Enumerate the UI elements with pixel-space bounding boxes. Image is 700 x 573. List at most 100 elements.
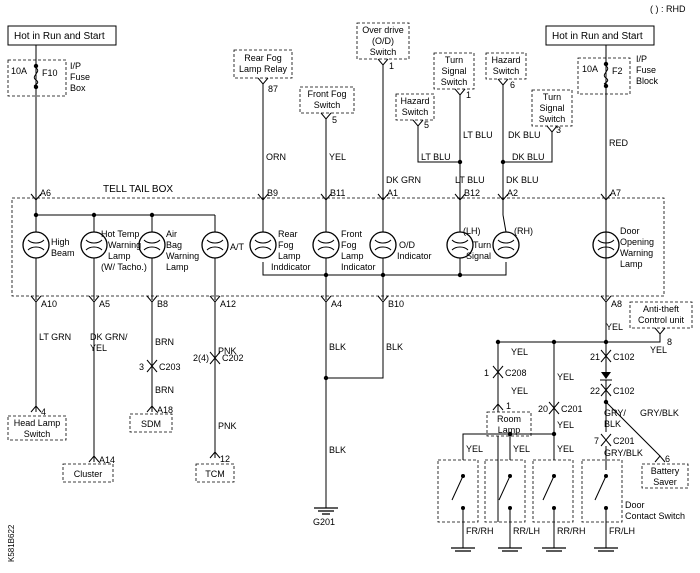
- fuse-f10-icon: [33, 67, 39, 87]
- anti-theft-label: Anti-theft: [643, 304, 680, 314]
- connector-c202-icon: [209, 357, 221, 365]
- connector-c203-icon: [146, 365, 158, 373]
- right-fuse-id: F2: [612, 66, 623, 76]
- lamp-turn-label: Turn: [473, 240, 491, 250]
- wire-label-yel-c201: YEL: [557, 372, 574, 382]
- wire-label-dk-blu: DK BLU: [508, 130, 541, 140]
- right-source-box: [545, 25, 655, 46]
- connector-a6: A6: [40, 188, 51, 198]
- splice: [323, 375, 329, 381]
- lamp-hot-temp-label: (W/ Tacho.): [101, 262, 147, 272]
- connector-icon: [600, 193, 612, 201]
- pin-front-fog: 5: [332, 115, 337, 125]
- wire-label-lt-blu: LT BLU: [421, 152, 451, 162]
- lamp-front-fog-label: Fog: [341, 240, 357, 250]
- anti-theft-box: [629, 301, 693, 329]
- connector-b10: B10: [388, 299, 404, 309]
- hazard-switch-left-box: [395, 93, 435, 121]
- connector-c102-icon: [600, 389, 612, 397]
- wire-label-yel-anti: YEL: [650, 345, 667, 355]
- connector-icon: [146, 405, 158, 413]
- connector-icon: [377, 58, 389, 66]
- head-lamp-switch-label: Switch: [24, 429, 51, 439]
- wire-label-lt-blu: LT BLU: [463, 130, 493, 140]
- left-source-box: [7, 25, 117, 46]
- lamp-airbag-label: Lamp: [166, 262, 189, 272]
- battery-saver-label: Saver: [653, 477, 677, 487]
- right-fuse-amp: 10A: [582, 64, 598, 74]
- fuse-terminal: [603, 83, 609, 89]
- connector-icon: [257, 193, 269, 201]
- pin-sdm: A18: [157, 405, 173, 415]
- connector-icon: [30, 405, 42, 413]
- lamp-door-label: Door: [620, 226, 640, 236]
- connector-a5: A5: [99, 299, 110, 309]
- pin-c201-b: 7: [594, 436, 599, 446]
- tcm-label: TCM: [205, 469, 225, 479]
- turn-signal-switch-left-label: Turn: [445, 55, 463, 65]
- pin-c202: 2(4): [193, 353, 209, 363]
- wire-label-gry-blk: GRY/: [604, 408, 626, 418]
- pin-c208: 1: [484, 368, 489, 378]
- lamp-high-beam-label: High: [51, 237, 70, 247]
- wire-label-lt-grn: LT GRN: [39, 332, 71, 342]
- left-fuse-amp: 10A: [11, 66, 27, 76]
- wire-label-red: RED: [609, 138, 629, 148]
- sdm-label: SDM: [141, 419, 161, 429]
- front-fog-switch-label: Switch: [314, 100, 341, 110]
- door-switch-label: RR/LH: [513, 526, 540, 536]
- lamp-high-beam: [22, 215, 50, 300]
- wire-door-bus: [462, 433, 554, 440]
- turn-signal-switch-left-label: Signal: [441, 66, 466, 76]
- connector-icon: [412, 119, 424, 127]
- lamp-rear-fog: [249, 215, 277, 259]
- pin-cluster: A14: [99, 455, 115, 465]
- connector-c102-a: C102: [613, 352, 635, 362]
- turn-signal-switch-right-box: [531, 89, 573, 127]
- rhd-note: ( ) : RHD: [650, 4, 686, 14]
- left-source-label: Hot in Run and Start: [14, 31, 105, 42]
- wire-label-orn: ORN: [266, 152, 286, 162]
- pin-rear-fog: 87: [268, 84, 278, 94]
- connector-a8: A8: [611, 299, 622, 309]
- wire-label-brn: BRN: [155, 337, 174, 347]
- front-fog-switch-label: Front Fog: [307, 89, 346, 99]
- right-fuse-desc: Block: [636, 76, 659, 86]
- connector-icon: [654, 455, 666, 463]
- overdrive-switch-label: Switch: [370, 47, 397, 57]
- connector-icon: [497, 78, 509, 86]
- connector-b12: B12: [464, 188, 480, 198]
- connector-c201-icon: [548, 407, 560, 415]
- diode-icon: [600, 372, 612, 381]
- pin-c102-a: 21: [590, 352, 600, 362]
- lamp-rear-fog-label: Inddicator: [271, 262, 311, 272]
- pin-turn-left: 1: [466, 90, 471, 100]
- connector-c201-icon: [600, 433, 612, 441]
- lamp-hot-temp-label: Warning: [108, 240, 141, 250]
- head-lamp-switch-box: [7, 415, 67, 441]
- connector-c208: C208: [505, 368, 527, 378]
- hazard-switch-left-label: Switch: [402, 107, 429, 117]
- wire-label-dk-grn-yel: YEL: [90, 343, 107, 353]
- door-switch-label: RR/RH: [557, 526, 586, 536]
- wire-label-yel-c208: YEL: [511, 386, 528, 396]
- rear-fog-relay-box: [233, 49, 293, 79]
- wire-label-dk-blu: DK BLU: [506, 175, 539, 185]
- lamp-at-label: A/T: [230, 242, 245, 252]
- room-lamp-label: Lamp: [498, 425, 521, 435]
- cluster-label: Cluster: [74, 469, 103, 479]
- overdrive-switch-box: [356, 22, 410, 60]
- battery-saver-box: [641, 463, 689, 489]
- head-lamp-switch-label: Head Lamp: [14, 418, 61, 428]
- connector-c102-icon: [600, 355, 612, 363]
- lamp-front-fog-label: Front: [341, 229, 363, 239]
- right-source-label: Hot in Run and Start: [552, 31, 643, 42]
- fuse-terminal: [33, 63, 39, 69]
- wire-label-gry-blk-diag: GRY/BLK: [640, 408, 679, 418]
- lamp-turn-rh: [492, 214, 520, 259]
- tcm-box: [195, 463, 235, 483]
- hazard-switch-right-label: Hazard: [491, 55, 520, 65]
- wire-lt-blu-hazard: [417, 126, 460, 163]
- wire-label-blk: BLK: [329, 445, 346, 455]
